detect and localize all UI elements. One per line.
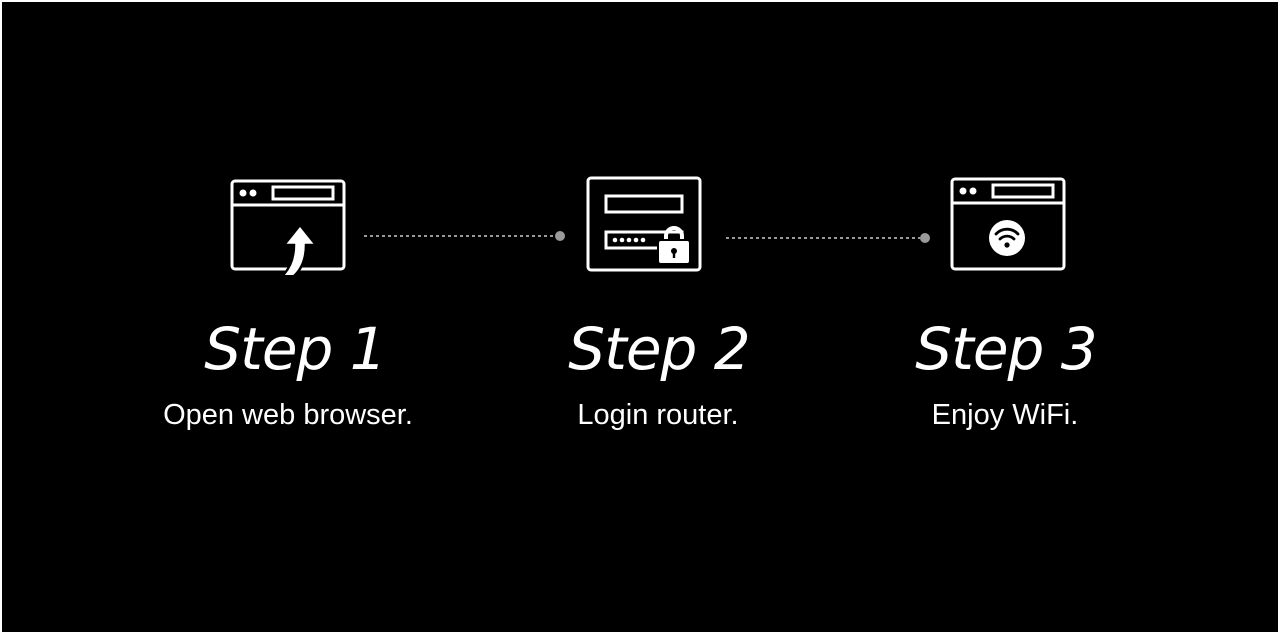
browser-arrow-icon xyxy=(230,179,348,275)
browser-wifi-icon xyxy=(950,177,1068,273)
step-2-description: Login router. xyxy=(577,399,739,431)
login-lock-icon xyxy=(586,176,704,274)
step-1-description: Open web browser. xyxy=(163,399,413,431)
connector-2-3 xyxy=(724,230,936,251)
step-2-title: Step 2 xyxy=(568,315,750,383)
connector-1-2 xyxy=(362,228,568,249)
step-3-title: Step 3 xyxy=(915,315,1097,383)
step-1-title: Step 1 xyxy=(204,315,386,383)
step-3-description: Enjoy WiFi. xyxy=(931,399,1079,431)
